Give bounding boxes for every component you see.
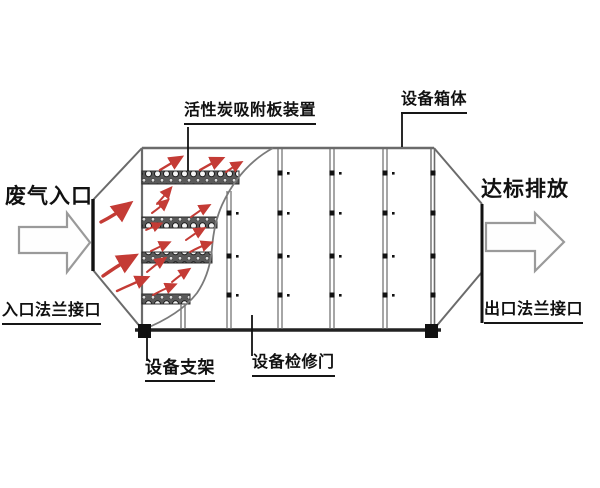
label-waste-gas-inlet: 废气入口 — [5, 185, 93, 208]
airflow-arrows — [99, 155, 244, 296]
inlet-arrow — [17, 209, 92, 276]
outlet-arrow — [484, 210, 566, 274]
label-outlet-flange: 出口法兰接口 — [484, 301, 584, 324]
label-access-door: 设备检修门 — [252, 354, 335, 377]
leader-lines — [146, 114, 403, 361]
label-compliant-discharge: 达标排放 — [481, 178, 569, 201]
inlet-cone — [92, 147, 143, 330]
panel-bolts — [226, 170, 436, 298]
label-carbon-plate-device: 活性炭吸附板装置 — [184, 102, 317, 125]
label-inlet-flange: 入口法兰接口 — [2, 302, 102, 325]
outlet-cone — [433, 147, 483, 330]
panel-seams — [226, 148, 388, 329]
label-equipment-support: 设备支架 — [145, 359, 215, 382]
label-equipment-box: 设备箱体 — [401, 91, 468, 114]
